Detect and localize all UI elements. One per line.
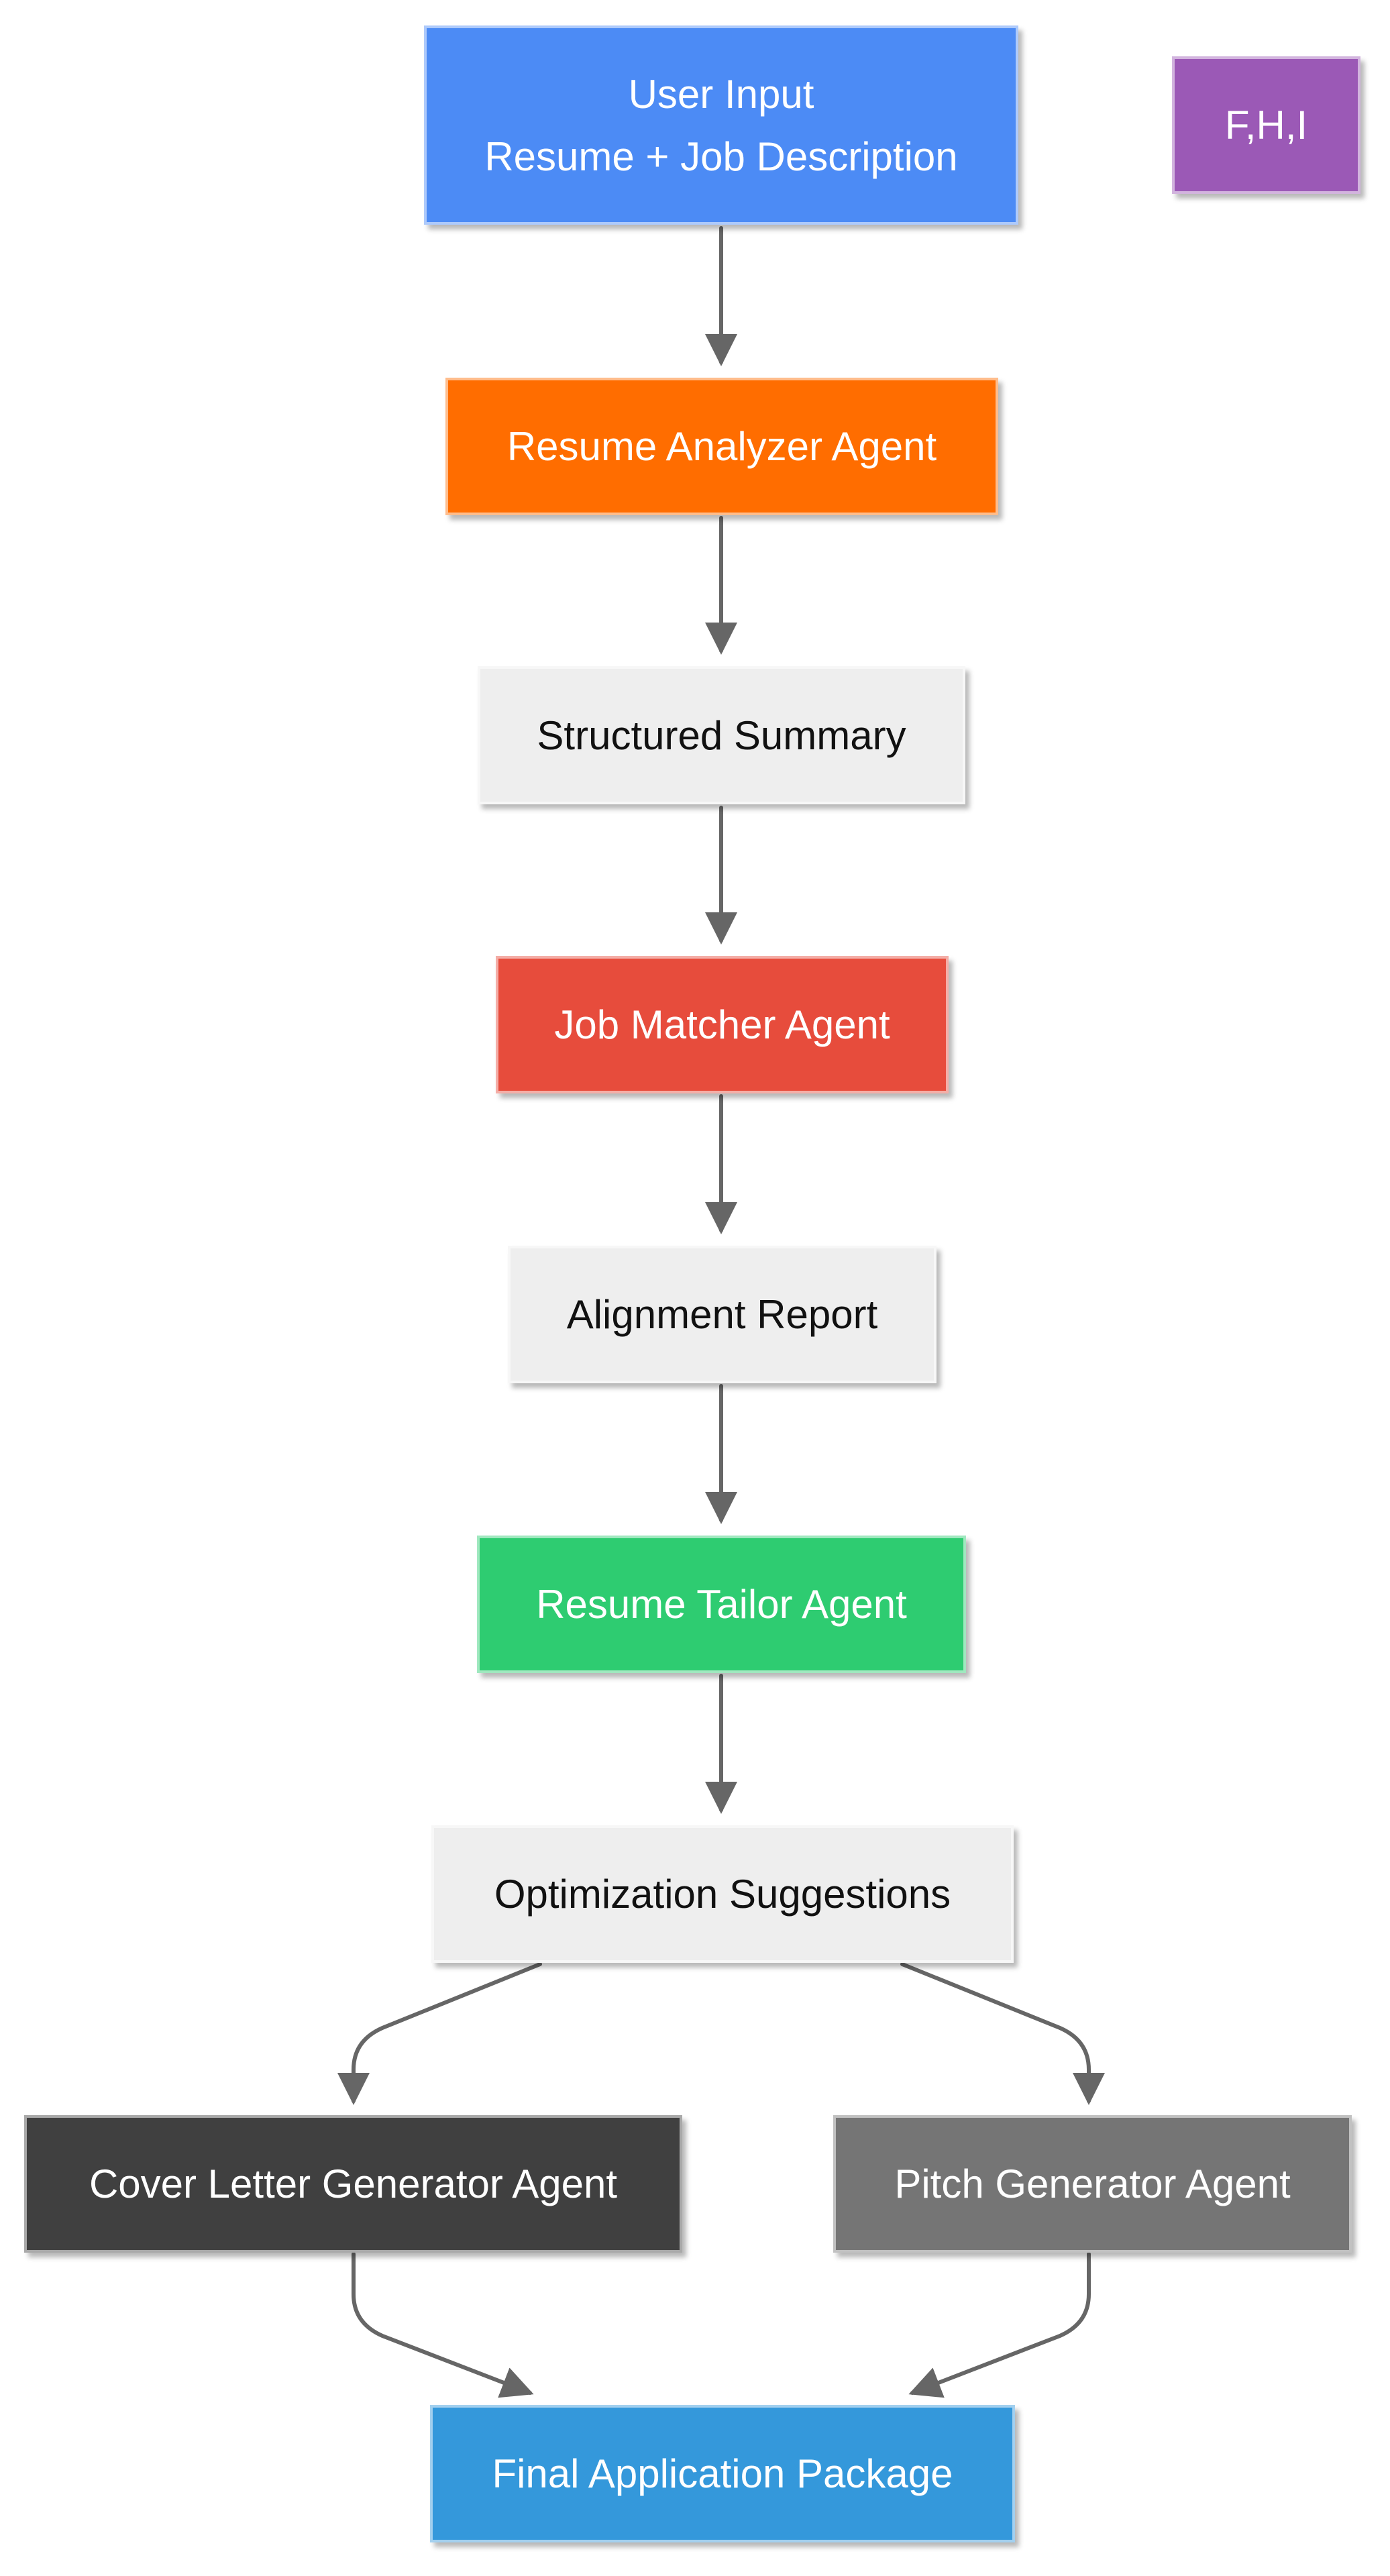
job-matcher-agent-label: Job Matcher Agent xyxy=(554,1002,890,1047)
pitch-generator-agent-label: Pitch Generator Agent xyxy=(894,2161,1291,2206)
edge-cover-letter-generator-to-final-package xyxy=(352,2252,534,2398)
fhi-label: F,H,I xyxy=(1224,103,1308,148)
user-input-title: User Input xyxy=(628,71,814,117)
resume-analyzer-agent-label: Resume Analyzer Agent xyxy=(506,424,937,469)
final-application-package-label: Final Application Package xyxy=(492,2451,953,2496)
job-matcher-agent-node: Job Matcher Agent xyxy=(496,956,949,1093)
cover-letter-generator-agent-label: Cover Letter Generator Agent xyxy=(89,2161,618,2206)
edge-pitch-generator-to-final-package xyxy=(908,2252,1091,2398)
user-input-node: User Input Resume + Job Description xyxy=(424,25,1018,225)
structured-summary-node: Structured Summary xyxy=(478,666,965,804)
edge-optimization-suggestions-to-cover-letter-generator xyxy=(337,1962,542,2105)
user-input-subtitle: Resume + Job Description xyxy=(484,133,958,179)
cover-letter-generator-agent-node: Cover Letter Generator Agent xyxy=(24,2115,682,2253)
resume-analyzer-agent-node: Resume Analyzer Agent xyxy=(445,378,998,515)
edge-optimization-suggestions-to-pitch-generator xyxy=(900,1962,1105,2105)
pitch-generator-agent-node: Pitch Generator Agent xyxy=(833,2115,1352,2253)
optimization-suggestions-label: Optimization Suggestions xyxy=(494,1872,951,1917)
structured-summary-label: Structured Summary xyxy=(537,712,906,758)
alignment-report-node: Alignment Report xyxy=(508,1246,937,1383)
alignment-report-label: Alignment Report xyxy=(566,1292,878,1337)
optimization-suggestions-node: Optimization Suggestions xyxy=(431,1825,1014,1963)
resume-tailor-agent-label: Resume Tailor Agent xyxy=(536,1582,907,1627)
fhi-node: F,H,I xyxy=(1172,56,1360,194)
final-application-package-node: Final Application Package xyxy=(430,2405,1015,2542)
resume-tailor-agent-node: Resume Tailor Agent xyxy=(477,1536,966,1673)
